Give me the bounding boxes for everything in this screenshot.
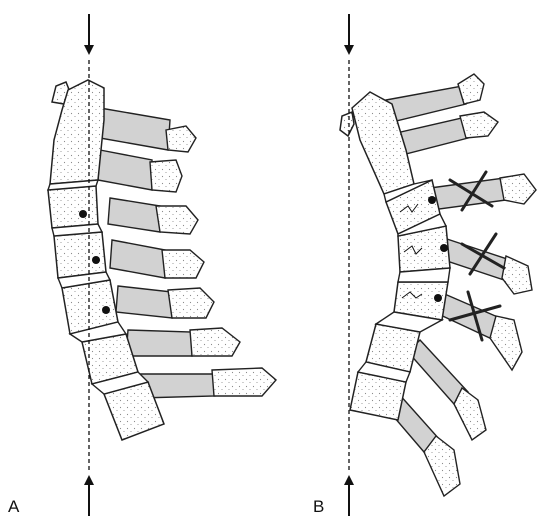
process-a1	[100, 108, 170, 150]
panel-a-spine	[48, 14, 276, 516]
process-a3	[108, 198, 160, 232]
panel-label-a: A	[8, 497, 19, 517]
process-a4	[110, 240, 165, 278]
vertebra-a-c4	[54, 232, 106, 278]
dens-b	[340, 112, 354, 136]
process-a5	[116, 286, 172, 318]
process-a6	[126, 330, 192, 356]
panel-b-spine	[340, 14, 536, 516]
panel-label-b: B	[313, 497, 324, 517]
vertebra-a-c3	[48, 186, 98, 228]
process-a2	[98, 150, 152, 190]
